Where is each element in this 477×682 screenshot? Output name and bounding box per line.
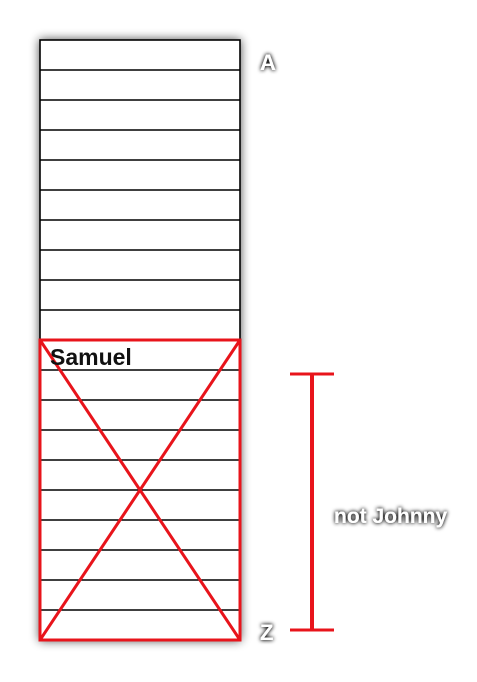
range-label-not-johnny: not Johnny xyxy=(334,505,447,528)
range-bracket xyxy=(290,372,334,632)
cross-line-2 xyxy=(38,339,242,641)
entry-label-samuel: Samuel xyxy=(50,344,132,370)
crossed-out-box xyxy=(38,338,242,642)
label-z: Z xyxy=(260,620,273,645)
label-a: A xyxy=(260,50,276,75)
crossed-out-section xyxy=(38,338,242,642)
